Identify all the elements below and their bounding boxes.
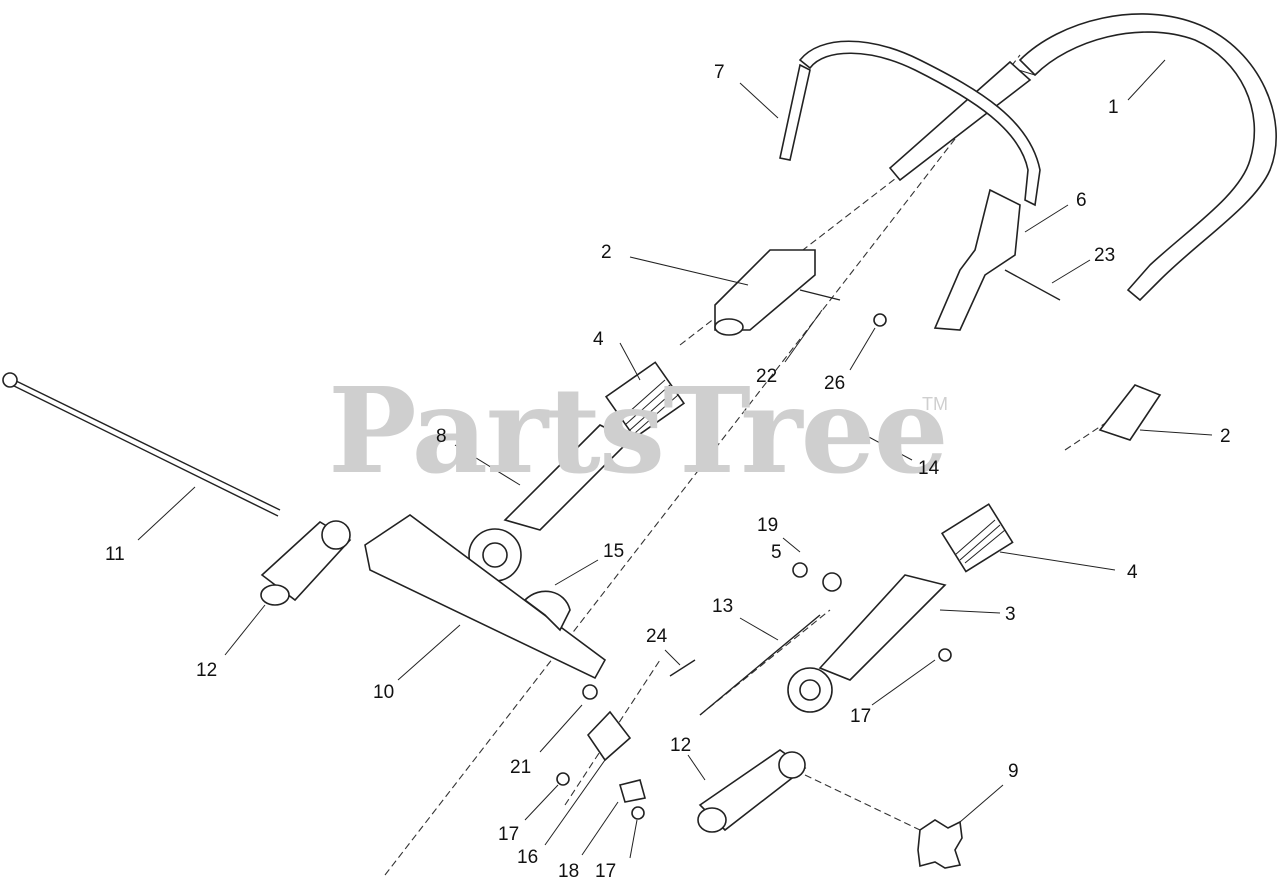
knob-axis [804, 774, 921, 831]
callout-21: 21 [510, 757, 532, 778]
pin-23 [1004, 269, 1061, 301]
callout-7: 7 [714, 62, 725, 83]
bolt-22 [799, 289, 841, 301]
callout-16: 16 [517, 847, 539, 868]
callout-6: 6 [1076, 190, 1087, 211]
callout-4-right: 4 [1127, 562, 1138, 583]
callout-12-left: 12 [196, 660, 218, 681]
callout-12-right: 12 [670, 735, 692, 756]
callout-2-upper: 2 [601, 242, 612, 263]
pin-21 [582, 684, 598, 700]
callout-11: 11 [105, 544, 125, 565]
knuckle-right [697, 749, 807, 833]
rod [9, 377, 281, 511]
callout-17-bottom: 17 [595, 861, 617, 882]
clip [523, 590, 571, 632]
knuckle-left [260, 520, 352, 606]
bracket-16 [586, 710, 632, 762]
callout-13: 13 [712, 596, 734, 617]
callout-15: 15 [603, 541, 625, 562]
star-knob [917, 819, 963, 869]
leader-lines [137, 59, 1213, 859]
rod-edge [9, 383, 279, 517]
callout-3: 3 [1005, 604, 1016, 625]
washer-19 [822, 572, 842, 592]
callout-8: 8 [436, 426, 447, 447]
callout-26: 26 [824, 373, 846, 394]
callout-17-left: 17 [498, 824, 520, 845]
callout-17-right: 17 [850, 706, 872, 727]
bushing-5 [792, 562, 808, 578]
callout-19: 19 [757, 515, 779, 536]
handle-loop [888, 13, 1277, 302]
assembly-axis [384, 54, 1021, 876]
right-tube [1098, 384, 1162, 441]
callout-1: 1 [1108, 97, 1119, 118]
nut-26 [873, 313, 887, 327]
callout-4-upper: 4 [593, 329, 604, 350]
plate-18 [618, 779, 647, 803]
rod-end [2, 372, 18, 388]
cable [699, 614, 821, 716]
callout-18: 18 [558, 861, 580, 882]
callout-5: 5 [771, 542, 782, 563]
upper-tube [714, 249, 816, 336]
right-pivot-tube [787, 574, 947, 713]
right-spring [940, 503, 1014, 573]
cross-bar [364, 514, 607, 680]
callout-14: 14 [918, 458, 940, 479]
screw-24 [669, 659, 696, 677]
callout-9: 9 [1008, 761, 1019, 782]
nut-17-left [556, 772, 570, 786]
right-tube-axis [1064, 399, 1141, 451]
nut-17-right [938, 648, 952, 662]
upper-spring [604, 361, 686, 439]
callout-24: 24 [646, 626, 668, 647]
callout-10: 10 [373, 682, 395, 703]
bracket-axis [564, 659, 661, 806]
callout-22: 22 [756, 366, 778, 387]
callout-2-right: 2 [1220, 426, 1231, 447]
callout-23: 23 [1094, 245, 1116, 266]
nut-17-bottom [631, 806, 645, 820]
control-bracket [933, 188, 1021, 331]
bail-bar [779, 40, 1041, 207]
